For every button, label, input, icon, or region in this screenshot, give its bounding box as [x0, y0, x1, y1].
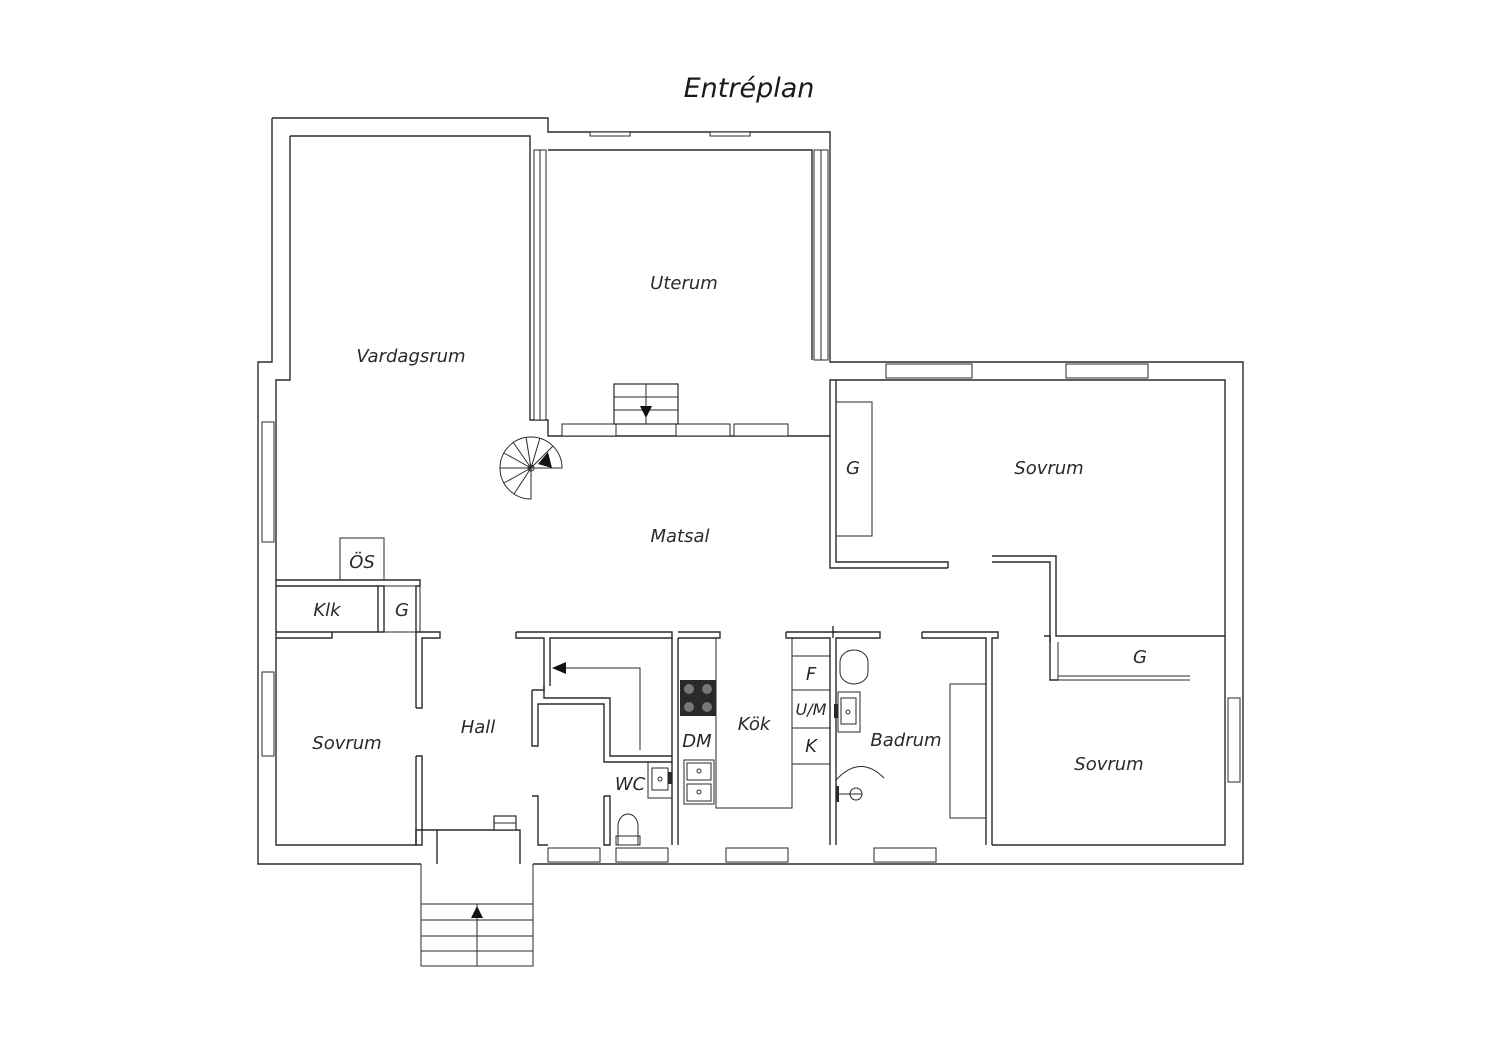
room-label-wc: WC — [615, 774, 646, 795]
spiral-stair-icon — [499, 436, 563, 500]
kitchen-sink-icon — [683, 759, 715, 805]
room-label-sovrum-top: Sovrum — [1014, 458, 1083, 479]
room-label-sovrum-right: Sovrum — [1074, 754, 1143, 775]
bath-counter — [949, 683, 987, 819]
interior-walls — [276, 380, 1225, 846]
outer-walls — [257, 117, 1244, 865]
room-label-uterum: Uterum — [650, 273, 718, 294]
bath-sink-icon — [834, 691, 861, 733]
room-label-um: U/M — [796, 700, 827, 719]
room-label-g-top: G — [846, 458, 860, 479]
room-label-hall: Hall — [461, 717, 496, 738]
room-label-kok: Kök — [738, 714, 772, 735]
bath-toilet-icon — [839, 649, 869, 685]
room-label-dm: DM — [682, 731, 712, 752]
plan-title: Entréplan — [684, 73, 815, 104]
kitchen-counter — [715, 638, 831, 809]
kitchen-stove-icon — [680, 680, 716, 716]
room-label-badrum: Badrum — [870, 730, 941, 751]
wc-toilet-icon — [615, 813, 641, 846]
room-label-g-right: G — [1133, 647, 1147, 668]
room-label-vardagsrum: Vardagsrum — [356, 346, 465, 367]
room-label-k: K — [805, 736, 818, 757]
room-label-matsal: Matsal — [650, 526, 709, 547]
steps — [420, 383, 679, 967]
room-label-os: ÖS — [349, 551, 375, 573]
room-label-sovrum-left: Sovrum — [312, 733, 381, 754]
room-labels: Uterum Vardagsrum Sovrum G Matsal ÖS Klk… — [312, 273, 1147, 795]
windows — [261, 131, 1241, 863]
room-label-g-left: G — [395, 600, 409, 621]
shower-icon — [835, 766, 885, 802]
room-label-klk: Klk — [313, 600, 342, 621]
room-label-f: F — [806, 664, 817, 685]
wc-sink-icon — [647, 761, 673, 799]
